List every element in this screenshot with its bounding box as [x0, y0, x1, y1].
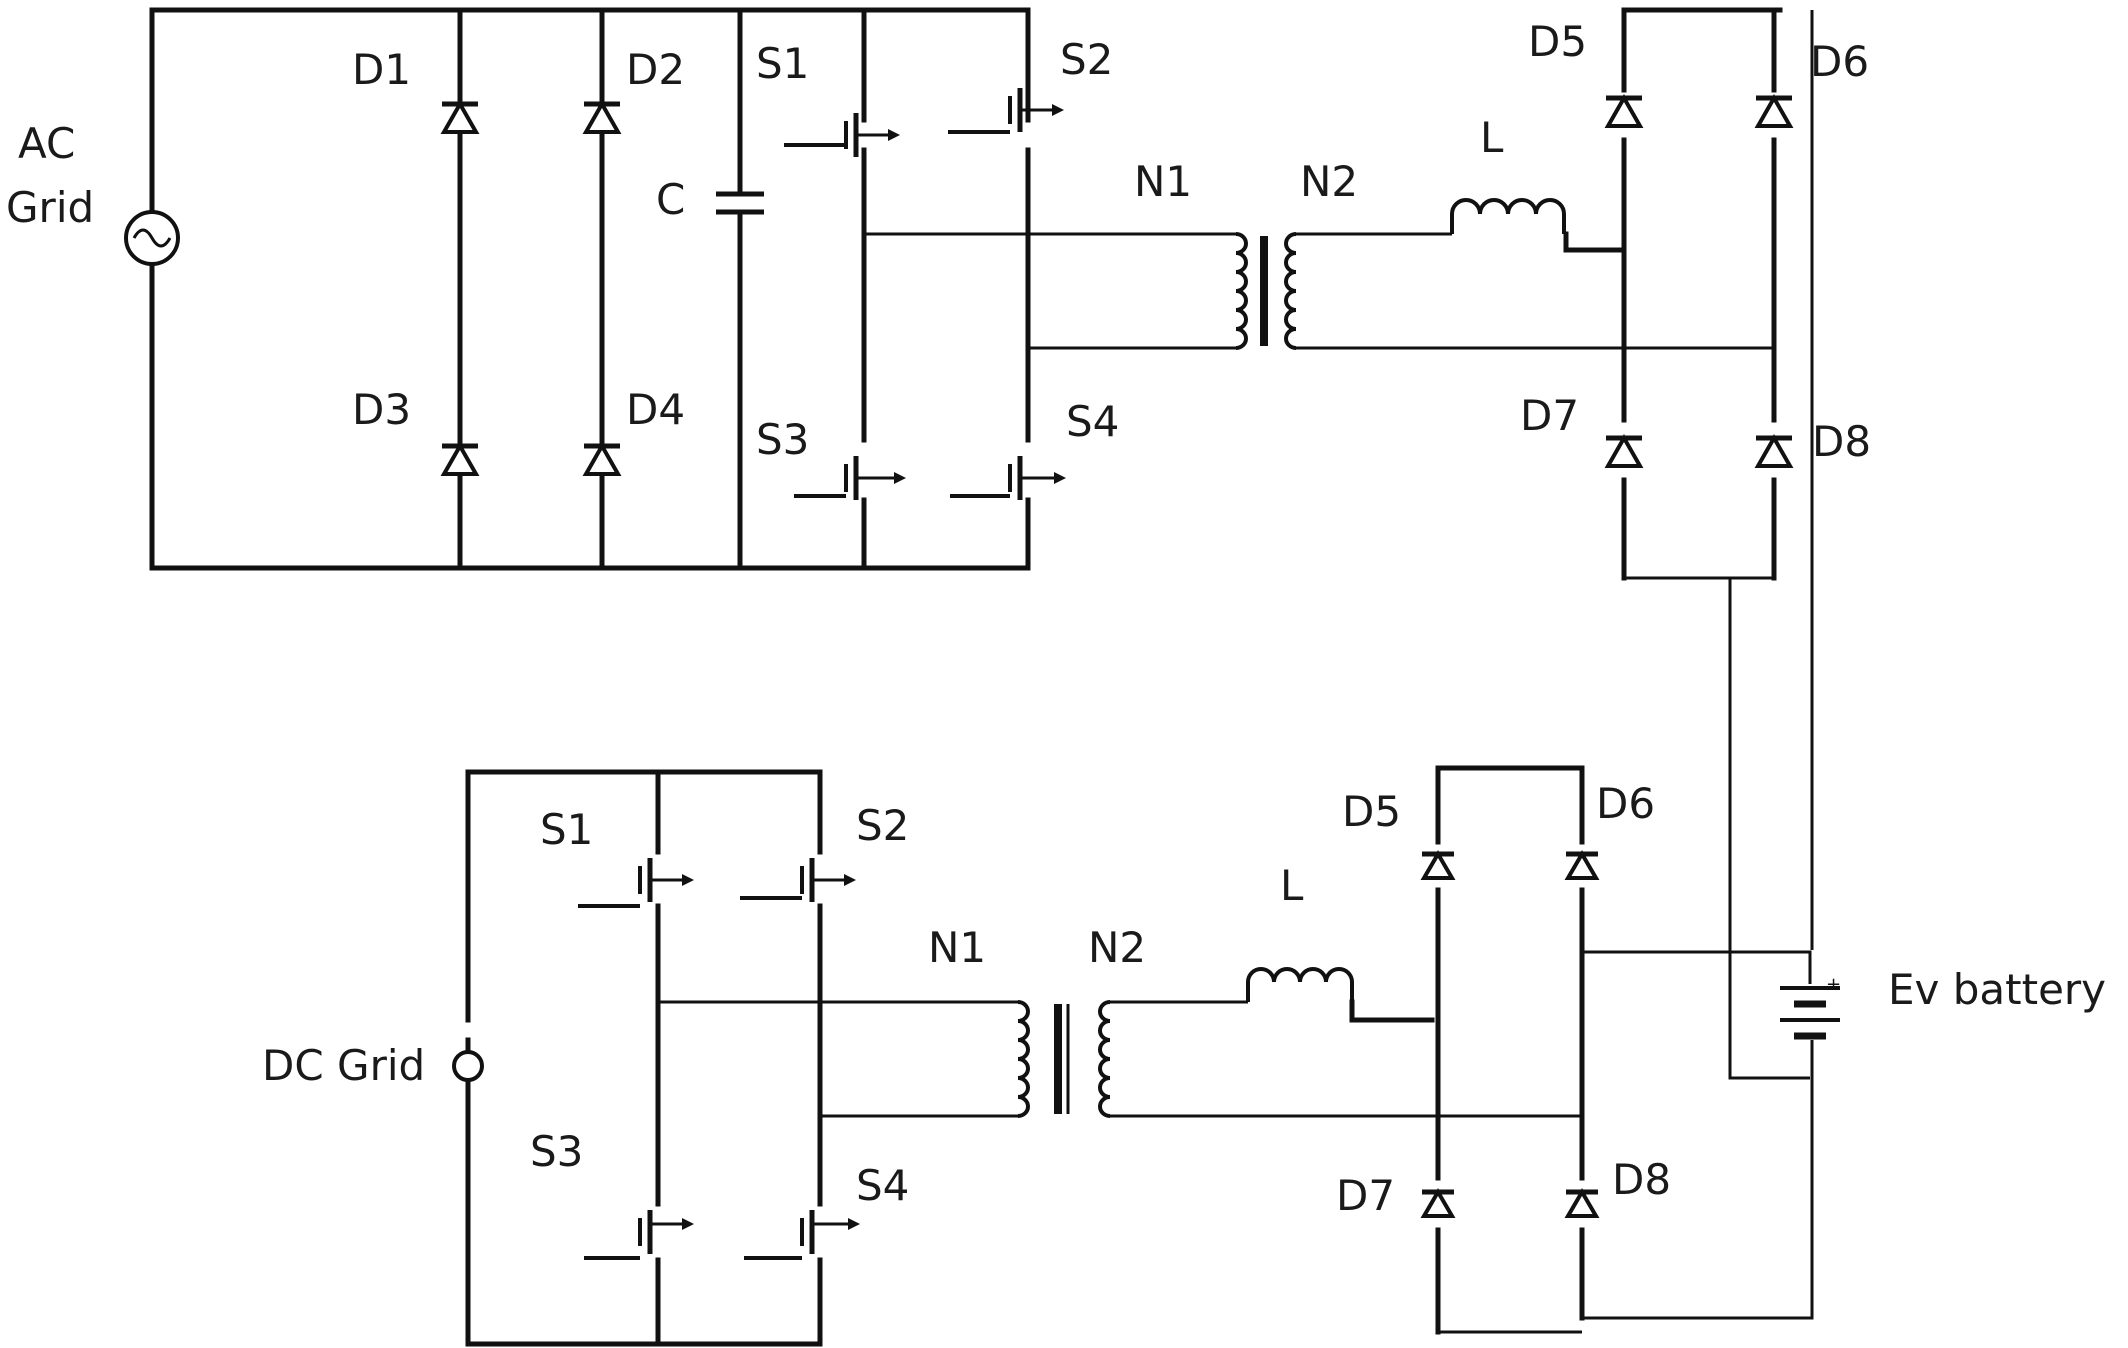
- switch-s2-dc: [740, 858, 856, 902]
- switch-s3-dc: [584, 1210, 694, 1260]
- d5-label: D5: [1528, 17, 1587, 66]
- d3-label: D3: [352, 385, 411, 434]
- diode-d5-bottom: [1420, 850, 1456, 880]
- s2-label: S2: [1060, 35, 1113, 84]
- ac-grid-label-line2: Grid: [6, 183, 94, 232]
- s1-dc-label: S1: [540, 805, 593, 854]
- diode-d8-top: [1754, 433, 1794, 468]
- s4-label: S4: [1066, 397, 1119, 446]
- battery-plus-sign: +: [1826, 974, 1841, 995]
- diode-d3: [440, 441, 480, 476]
- d6-dc-label: D6: [1596, 779, 1655, 828]
- switch-s4-dc: [744, 1210, 860, 1260]
- ac-source-symbol: [124, 210, 180, 266]
- capacitor-label: C: [656, 175, 685, 224]
- d5-dc-label: D5: [1342, 787, 1401, 836]
- diode-d1: [440, 99, 480, 134]
- diode-d7-top: [1604, 433, 1644, 468]
- diode-d4: [582, 441, 622, 476]
- transformer-bottom: [1017, 1000, 1111, 1118]
- switch-s4: [950, 456, 1066, 500]
- diode-d5-top: [1604, 93, 1644, 128]
- d6-label: D6: [1810, 37, 1869, 86]
- inductor-top: [1450, 198, 1566, 234]
- d8-label: D8: [1812, 417, 1871, 466]
- bottom-circuit: DC Grid S1 S2 S3 S4 N1 N2 L D5 D6 D7 D8: [262, 765, 1814, 1347]
- diode-d2: [582, 99, 622, 134]
- transformer-top: [1235, 232, 1297, 350]
- switch-s3: [794, 456, 906, 500]
- d7-dc-label: D7: [1336, 1171, 1395, 1220]
- dc-grid-label: DC Grid: [262, 1041, 425, 1090]
- ev-battery: +: [1780, 974, 1841, 1040]
- s3-dc-label: S3: [530, 1127, 583, 1176]
- d8-dc-label: D8: [1612, 1155, 1671, 1204]
- s2-dc-label: S2: [856, 801, 909, 850]
- top-circuit: AC Grid D1 D2 D3 D4 C S1 S2 S3 S4 N1 N2 …: [6, 7, 1871, 1080]
- n1-label: N1: [1134, 157, 1192, 206]
- n2-label: N2: [1300, 157, 1358, 206]
- d7-label: D7: [1520, 391, 1579, 440]
- diode-d8-bottom: [1564, 1188, 1600, 1218]
- switch-s1: [784, 113, 900, 157]
- s3-label: S3: [756, 415, 809, 464]
- s4-dc-label: S4: [856, 1161, 909, 1210]
- d4-label: D4: [626, 385, 685, 434]
- bottom-wiring: [465, 765, 1814, 1347]
- s1-label: S1: [756, 39, 809, 88]
- inductor-label: L: [1480, 113, 1504, 162]
- ac-grid-label: AC: [18, 119, 75, 168]
- inductor-dc-label: L: [1280, 861, 1304, 910]
- d2-label: D2: [626, 45, 685, 94]
- dc-source-symbol: [452, 1050, 484, 1082]
- d1-label: D1: [352, 45, 411, 94]
- ev-battery-label: Ev battery: [1888, 965, 2106, 1014]
- n2-dc-label: N2: [1088, 923, 1146, 972]
- inductor-bottom: [1246, 967, 1354, 1002]
- diode-d7-bottom: [1420, 1188, 1456, 1218]
- n1-dc-label: N1: [928, 923, 986, 972]
- diode-d6-top: [1754, 93, 1794, 128]
- diode-d6-bottom: [1564, 850, 1600, 880]
- top-wiring: [149, 7, 1814, 1080]
- switch-s1-dc: [578, 858, 694, 908]
- capacitor-c: [716, 191, 764, 215]
- switch-s2: [948, 88, 1064, 134]
